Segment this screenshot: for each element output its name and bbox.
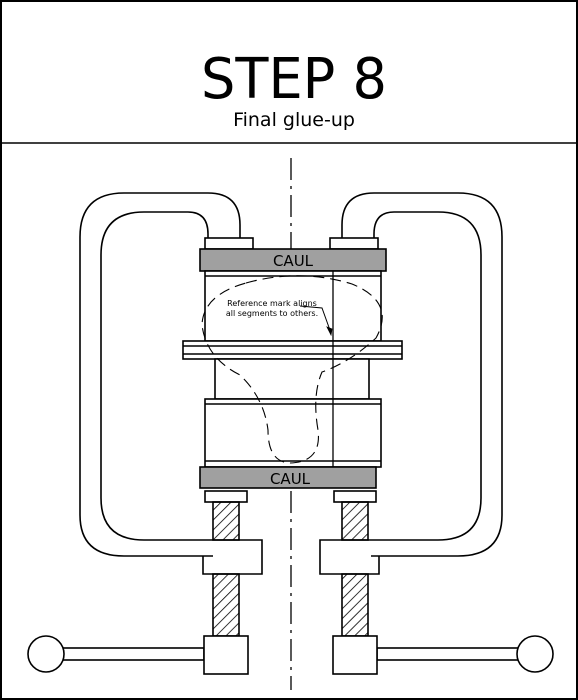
step-title: STEP 8 bbox=[201, 47, 387, 112]
bottom-caul bbox=[199, 466, 377, 489]
glued-segments bbox=[182, 270, 403, 468]
right-handle bbox=[332, 635, 554, 675]
left-screw-upper bbox=[212, 501, 240, 541]
annotation-line-1: Reference mark aligns bbox=[227, 299, 317, 308]
left-clamp-pad-top bbox=[204, 237, 254, 250]
left-screw-pad bbox=[204, 490, 248, 503]
bottom-caul-label: CAUL bbox=[270, 470, 311, 488]
annotation-leader bbox=[299, 305, 332, 334]
left-handle bbox=[27, 635, 249, 675]
right-screw-lower bbox=[341, 573, 369, 637]
annotation-arrowhead bbox=[326, 326, 333, 337]
step-subtitle: Final glue-up bbox=[233, 109, 355, 131]
left-clamp bbox=[79, 192, 263, 575]
right-clamp-pad-top bbox=[329, 237, 379, 250]
annotation-line-2: all segments to others. bbox=[226, 309, 318, 318]
right-screw-pad bbox=[333, 490, 377, 503]
top-caul-label: CAUL bbox=[273, 252, 314, 270]
left-screw-lower bbox=[212, 573, 240, 637]
hidden-profile bbox=[201, 275, 383, 464]
right-screw-upper bbox=[341, 501, 369, 541]
right-clamp bbox=[319, 192, 503, 575]
